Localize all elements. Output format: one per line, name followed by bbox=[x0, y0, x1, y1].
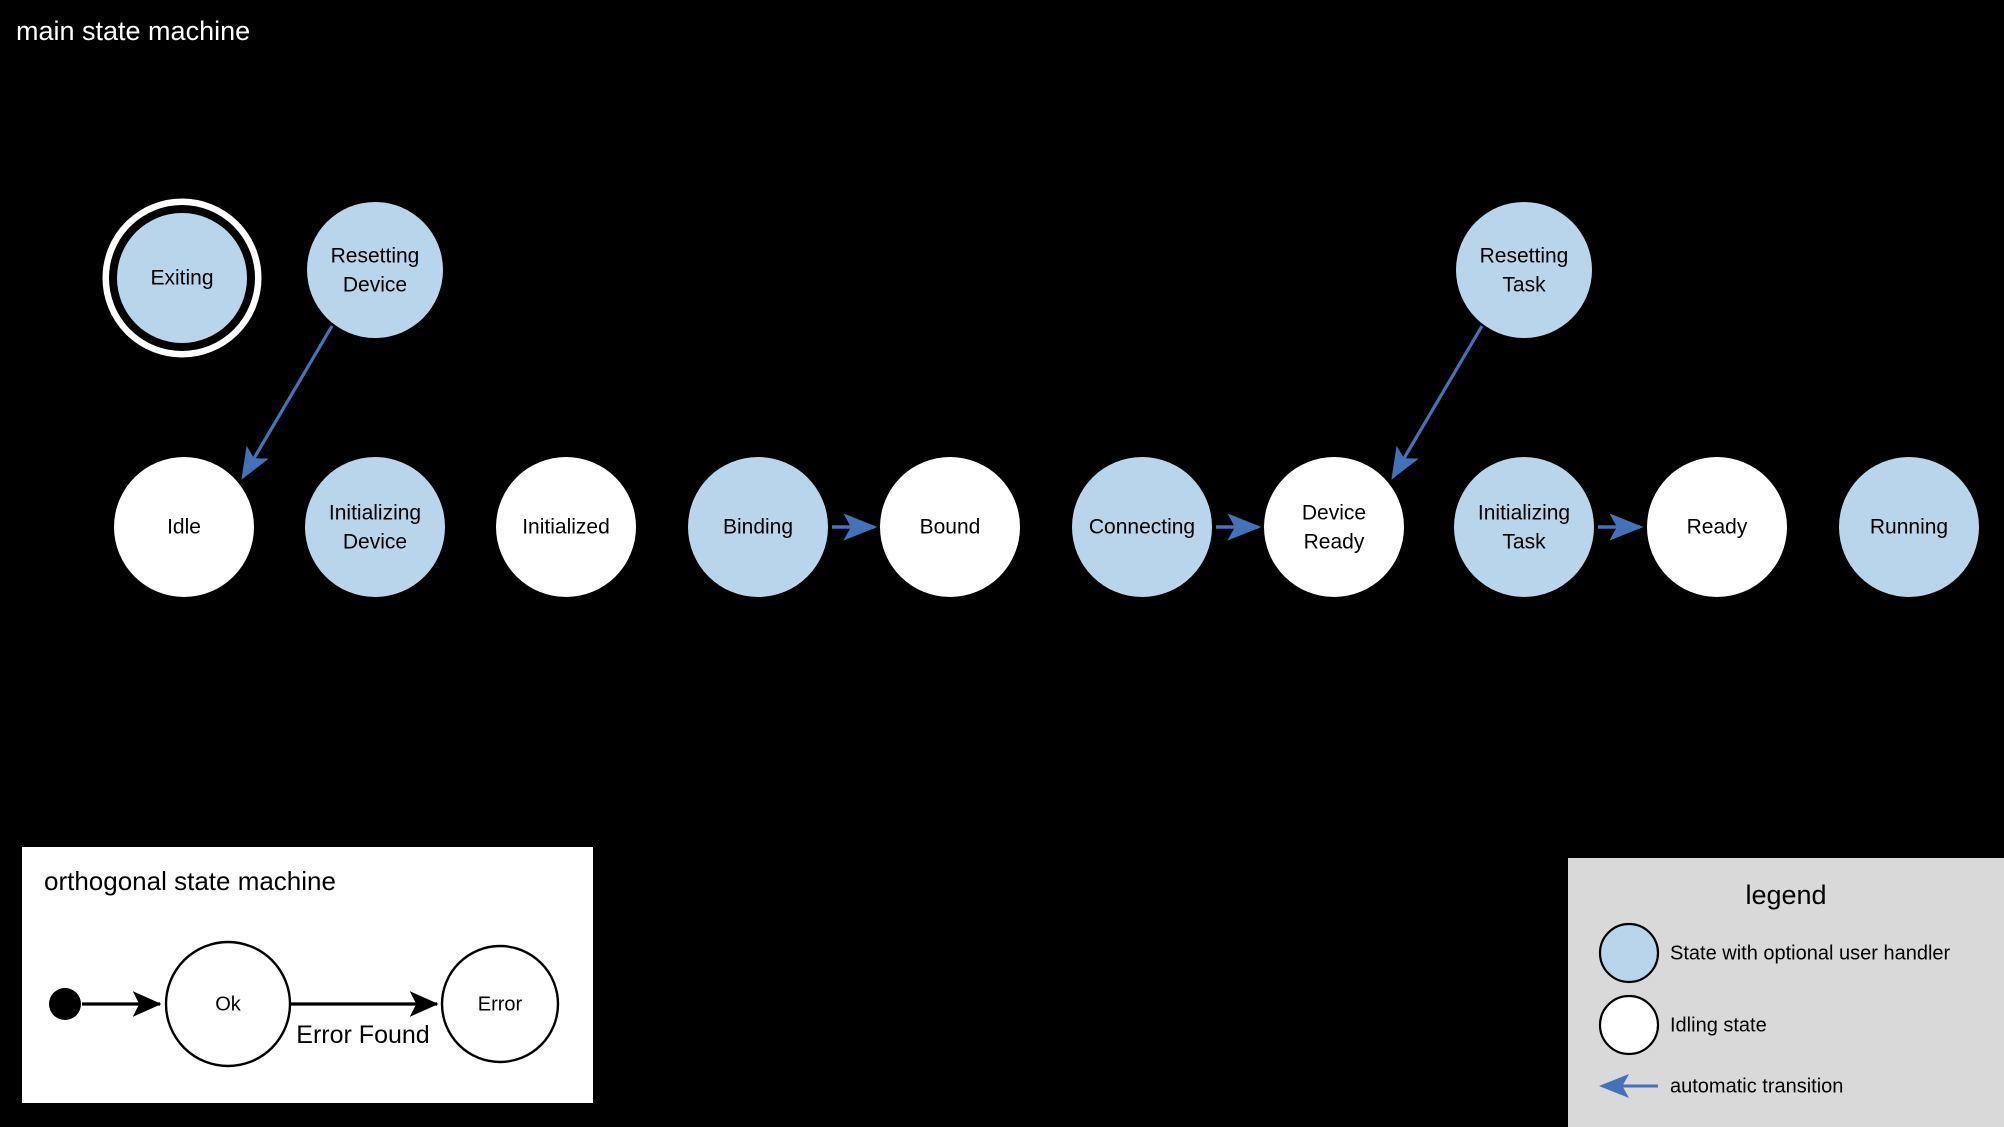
state-label-ok: Ok bbox=[215, 993, 242, 1015]
main-transitions bbox=[241, 325, 1644, 541]
state-node-resetting-task[interactable]: Resetting Task bbox=[1456, 202, 1592, 338]
state-label-exiting: Exiting bbox=[150, 267, 213, 290]
transition-label-error-found: Error Found bbox=[296, 1021, 429, 1049]
state-label-initializing-device-line1: Initializing bbox=[329, 502, 421, 525]
state-node-error[interactable]: Error bbox=[440, 944, 560, 1064]
state-label-running: Running bbox=[1870, 516, 1948, 539]
state-node-idle[interactable]: Idle bbox=[114, 457, 254, 597]
state-label-initialized: Initialized bbox=[522, 516, 610, 539]
state-outer-ring-exiting bbox=[102, 198, 262, 358]
state-circle-ready bbox=[1647, 457, 1787, 597]
state-label-binding: Binding bbox=[723, 516, 793, 539]
state-circle-exiting bbox=[117, 213, 247, 343]
state-label-device-ready-line1: Device bbox=[1302, 502, 1366, 525]
state-label-resetting-device-line2: Device bbox=[343, 274, 407, 297]
state-label-device-ready-line2: Ready bbox=[1304, 531, 1365, 554]
state-circle-resetting-task bbox=[1456, 202, 1592, 338]
state-label-connecting: Connecting bbox=[1089, 516, 1195, 539]
state-label-initializing-task-line1: Initializing bbox=[1478, 502, 1570, 525]
white-circle-icon bbox=[1598, 994, 1660, 1056]
state-label-ready: Ready bbox=[1687, 516, 1748, 539]
state-node-ready[interactable]: Ready bbox=[1647, 457, 1787, 597]
state-circle-bound bbox=[880, 457, 1020, 597]
state-circle-idle bbox=[114, 457, 254, 597]
state-circle-initialized bbox=[496, 457, 636, 597]
state-circle-running bbox=[1839, 457, 1979, 597]
blue-circle-icon bbox=[1598, 922, 1660, 984]
state-circle-error bbox=[440, 944, 560, 1064]
state-node-initializing-task[interactable]: Initializing Task bbox=[1454, 457, 1594, 597]
state-circle-resetting-device bbox=[307, 202, 443, 338]
state-circle-device-ready bbox=[1264, 457, 1404, 597]
state-circle-initializing-device bbox=[305, 457, 445, 597]
initial-state-dot[interactable] bbox=[49, 988, 81, 1020]
state-circle-binding bbox=[688, 457, 828, 597]
orthogonal-state-machine-panel: orthogonal state machine Ok Error Found … bbox=[22, 847, 593, 1103]
state-node-connecting[interactable]: Connecting bbox=[1072, 457, 1212, 597]
legend-item-idling-state: Idling state bbox=[1598, 994, 1767, 1056]
legend-background bbox=[1568, 858, 2004, 1127]
state-circle-initializing-task bbox=[1454, 457, 1594, 597]
page-title: main state machine bbox=[16, 16, 250, 46]
legend-item-automatic-transition: automatic transition bbox=[1599, 1074, 1843, 1098]
state-node-exiting[interactable]: Exiting bbox=[102, 198, 262, 358]
state-node-initializing-device[interactable]: Initializing Device bbox=[305, 457, 445, 597]
state-node-binding[interactable]: Binding bbox=[688, 457, 828, 597]
state-label-resetting-task-line2: Task bbox=[1502, 274, 1546, 297]
state-circle-ok bbox=[164, 940, 292, 1068]
legend-title: legend bbox=[1745, 880, 1826, 910]
transition-resetting-device-to-idle bbox=[241, 325, 334, 480]
orthogonal-panel-title: orthogonal state machine bbox=[44, 866, 336, 896]
state-label-error: Error bbox=[478, 993, 523, 1015]
state-label-resetting-task-line1: Resetting bbox=[1480, 245, 1569, 268]
state-node-bound[interactable]: Bound bbox=[880, 457, 1020, 597]
state-label-idle: Idle bbox=[167, 516, 201, 539]
state-node-running[interactable]: Running bbox=[1839, 457, 1979, 597]
state-ring-exiting bbox=[109, 205, 255, 351]
legend-label-automatic-transition: automatic transition bbox=[1670, 1075, 1843, 1097]
state-label-bound: Bound bbox=[920, 516, 981, 539]
transition-resetting-task-to-device-ready bbox=[1391, 325, 1484, 480]
legend-item-handler-state: State with optional user handler bbox=[1598, 922, 1951, 984]
state-node-ok[interactable]: Ok bbox=[164, 940, 292, 1068]
legend-panel: legend State with optional user handler … bbox=[1568, 858, 2004, 1127]
state-circle-connecting bbox=[1072, 457, 1212, 597]
legend-label-handler-state: State with optional user handler bbox=[1670, 942, 1951, 964]
legend-label-idling-state: Idling state bbox=[1670, 1014, 1767, 1036]
state-node-initialized[interactable]: Initialized bbox=[496, 457, 636, 597]
state-label-initializing-device-line2: Device bbox=[343, 531, 407, 554]
main-states: Exiting Resetting Device Resetting Task … bbox=[102, 198, 1979, 597]
state-node-resetting-device[interactable]: Resetting Device bbox=[307, 202, 443, 338]
state-label-initializing-task-line2: Task bbox=[1502, 531, 1546, 554]
state-node-device-ready[interactable]: Device Ready bbox=[1264, 457, 1404, 597]
state-label-resetting-device-line1: Resetting bbox=[331, 245, 420, 268]
